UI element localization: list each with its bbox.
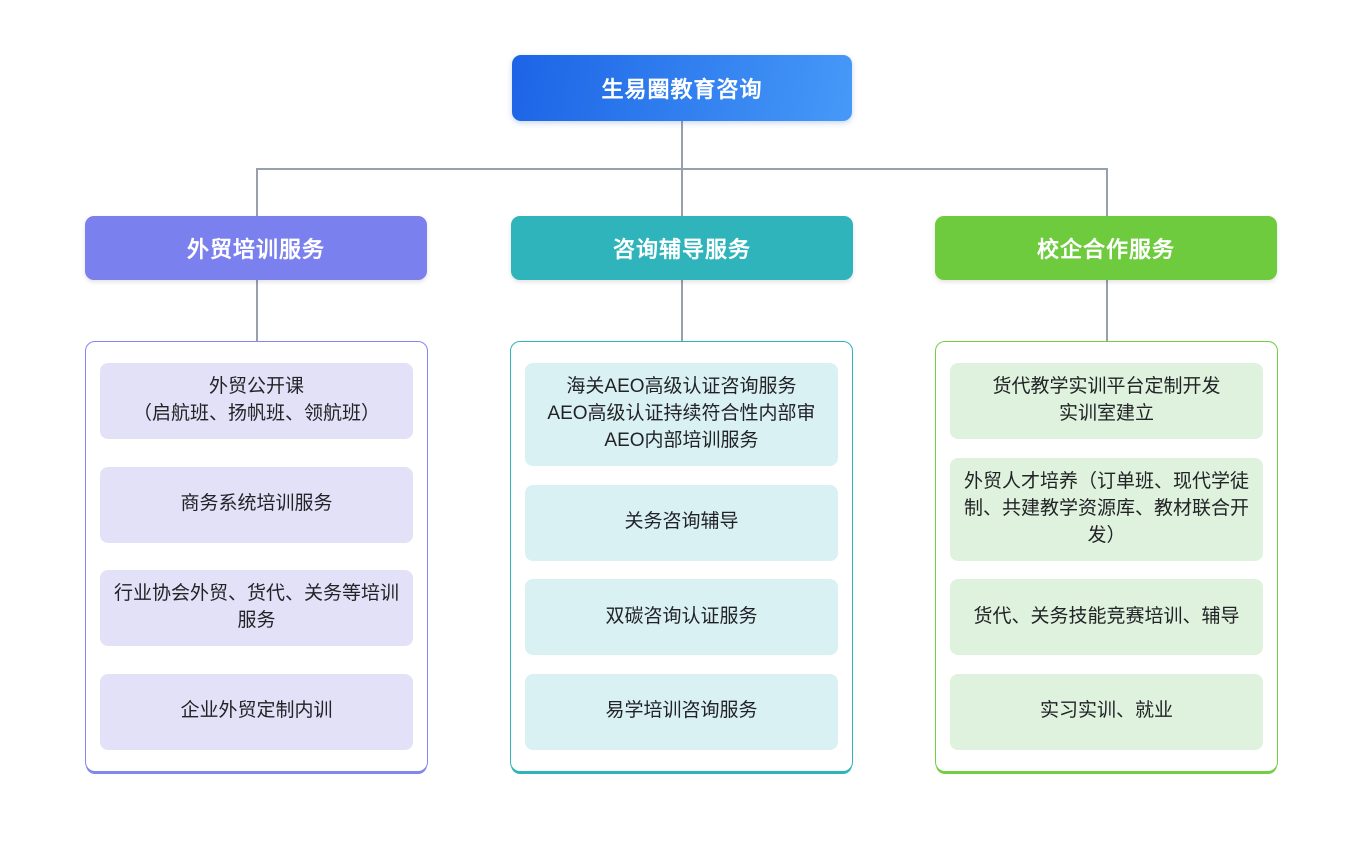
- branch-item[interactable]: 企业外贸定制内训: [100, 673, 413, 750]
- connector-branch3-drop: [1106, 168, 1108, 216]
- branch-box-consulting: 海关AEO高级认证咨询服务 AEO高级认证持续符合性内部审 AEO内部培训服务 …: [510, 341, 853, 772]
- branch-header-school-enterprise[interactable]: 校企合作服务: [935, 216, 1277, 280]
- branch-item[interactable]: 商务系统培训服务: [100, 466, 413, 543]
- branch-item[interactable]: 关务咨询辅导: [525, 484, 838, 561]
- branch-item[interactable]: 双碳咨询认证服务: [525, 579, 838, 656]
- connector-branch3-to-box: [1106, 280, 1108, 341]
- branch-box-school-enterprise: 货代教学实训平台定制开发 实训室建立 外贸人才培养（订单班、现代学徒制、共建教学…: [935, 341, 1278, 772]
- branch-item[interactable]: 海关AEO高级认证咨询服务 AEO高级认证持续符合性内部审 AEO内部培训服务: [525, 363, 838, 466]
- branch-header-training[interactable]: 外贸培训服务: [85, 216, 427, 280]
- branch-item[interactable]: 外贸人才培养（订单班、现代学徒制、共建教学资源库、教材联合开发）: [950, 457, 1263, 561]
- branch-item[interactable]: 易学培训咨询服务: [525, 673, 838, 750]
- connector-branch1-drop: [256, 168, 258, 216]
- connector-branch1-to-box: [256, 280, 258, 341]
- branch-item[interactable]: 外贸公开课 （启航班、扬帆班、领航班）: [100, 363, 413, 439]
- branch-item[interactable]: 货代、关务技能竞赛培训、辅导: [950, 579, 1263, 656]
- branch-box-training: 外贸公开课 （启航班、扬帆班、领航班） 商务系统培训服务 行业协会外贸、货代、关…: [85, 341, 428, 772]
- connector-branch2-drop: [681, 168, 683, 216]
- connector-branch2-to-box: [681, 280, 683, 341]
- branch-item[interactable]: 行业协会外贸、货代、关务等培训服务: [100, 570, 413, 647]
- root-node[interactable]: 生易圈教育咨询: [512, 55, 852, 121]
- branch-header-consulting[interactable]: 咨询辅导服务: [511, 216, 853, 280]
- connector-root-vertical: [681, 121, 683, 168]
- branch-item[interactable]: 货代教学实训平台定制开发 实训室建立: [950, 363, 1263, 439]
- branch-item[interactable]: 实习实训、就业: [950, 673, 1263, 750]
